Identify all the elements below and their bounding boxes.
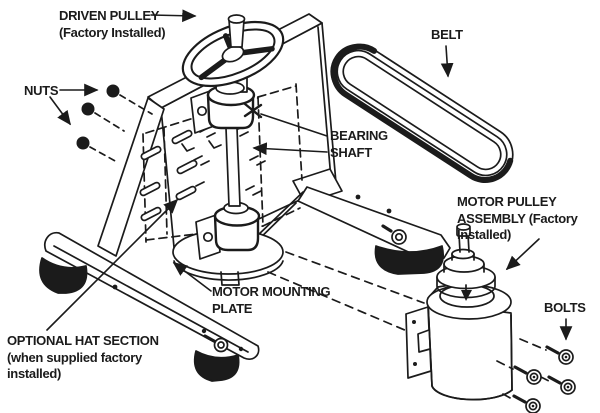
top-bearing-drawing xyxy=(190,61,256,134)
label-driven-pulley: DRIVEN PULLEY (Factory Installed) xyxy=(59,8,166,41)
bottom-bearing-drawing xyxy=(195,201,261,260)
base-rail-right xyxy=(297,186,451,275)
label-nuts-title: NUTS xyxy=(24,83,59,98)
label-belt-title: BELT xyxy=(431,27,463,42)
label-motor-pulley-assembly-line3: Installed) xyxy=(457,227,512,242)
label-driven-pulley-note: (Factory Installed) xyxy=(59,24,166,40)
leader-arrows xyxy=(46,9,573,341)
base-rail-left xyxy=(39,231,260,382)
hat-section-dash-marks xyxy=(181,126,266,196)
label-optional-hat-section-line1: OPTIONAL HAT SECTION xyxy=(7,333,159,348)
label-motor-pulley-assembly-line2: ASSEMBLY (Factory xyxy=(457,210,578,226)
nuts-dots xyxy=(76,84,153,163)
label-optional-hat-section-line3: installed) xyxy=(7,366,62,381)
label-optional-hat-section-line2: (when supplied factory xyxy=(7,349,142,365)
label-motor-pulley-assembly: MOTOR PULLEY ASSEMBLY (Factory Installed… xyxy=(457,194,578,244)
label-driven-pulley-title: DRIVEN PULLEY xyxy=(59,8,160,23)
label-bearing-shaft-line1: BEARING xyxy=(330,128,388,143)
driven-pulley-drawing xyxy=(181,14,285,88)
label-motor-mounting-plate-line2: PLATE xyxy=(212,300,253,316)
label-optional-hat-section: OPTIONAL HAT SECTION (when supplied fact… xyxy=(7,333,159,383)
label-bolts: BOLTS xyxy=(544,300,586,317)
label-motor-pulley-assembly-line1: MOTOR PULLEY xyxy=(457,194,557,209)
label-bolts-title: BOLTS xyxy=(544,300,586,315)
mounting-studs xyxy=(139,129,198,222)
motor-pulley-assembly-drawing xyxy=(405,223,513,401)
label-bearing-shaft: BEARING SHAFT xyxy=(330,128,388,161)
bearing-shaft-drawing xyxy=(225,127,241,207)
label-bearing-shaft-line2: SHAFT xyxy=(330,144,372,160)
label-belt: BELT xyxy=(431,27,463,44)
label-motor-mounting-plate-line1: MOTOR MOUNTING xyxy=(212,284,331,299)
label-motor-mounting-plate: MOTOR MOUNTING PLATE xyxy=(212,284,331,317)
bolt-guide-lines xyxy=(267,251,550,400)
bolts-drawing xyxy=(512,345,576,413)
label-nuts: NUTS xyxy=(24,83,59,100)
belt-drawing xyxy=(330,43,514,183)
